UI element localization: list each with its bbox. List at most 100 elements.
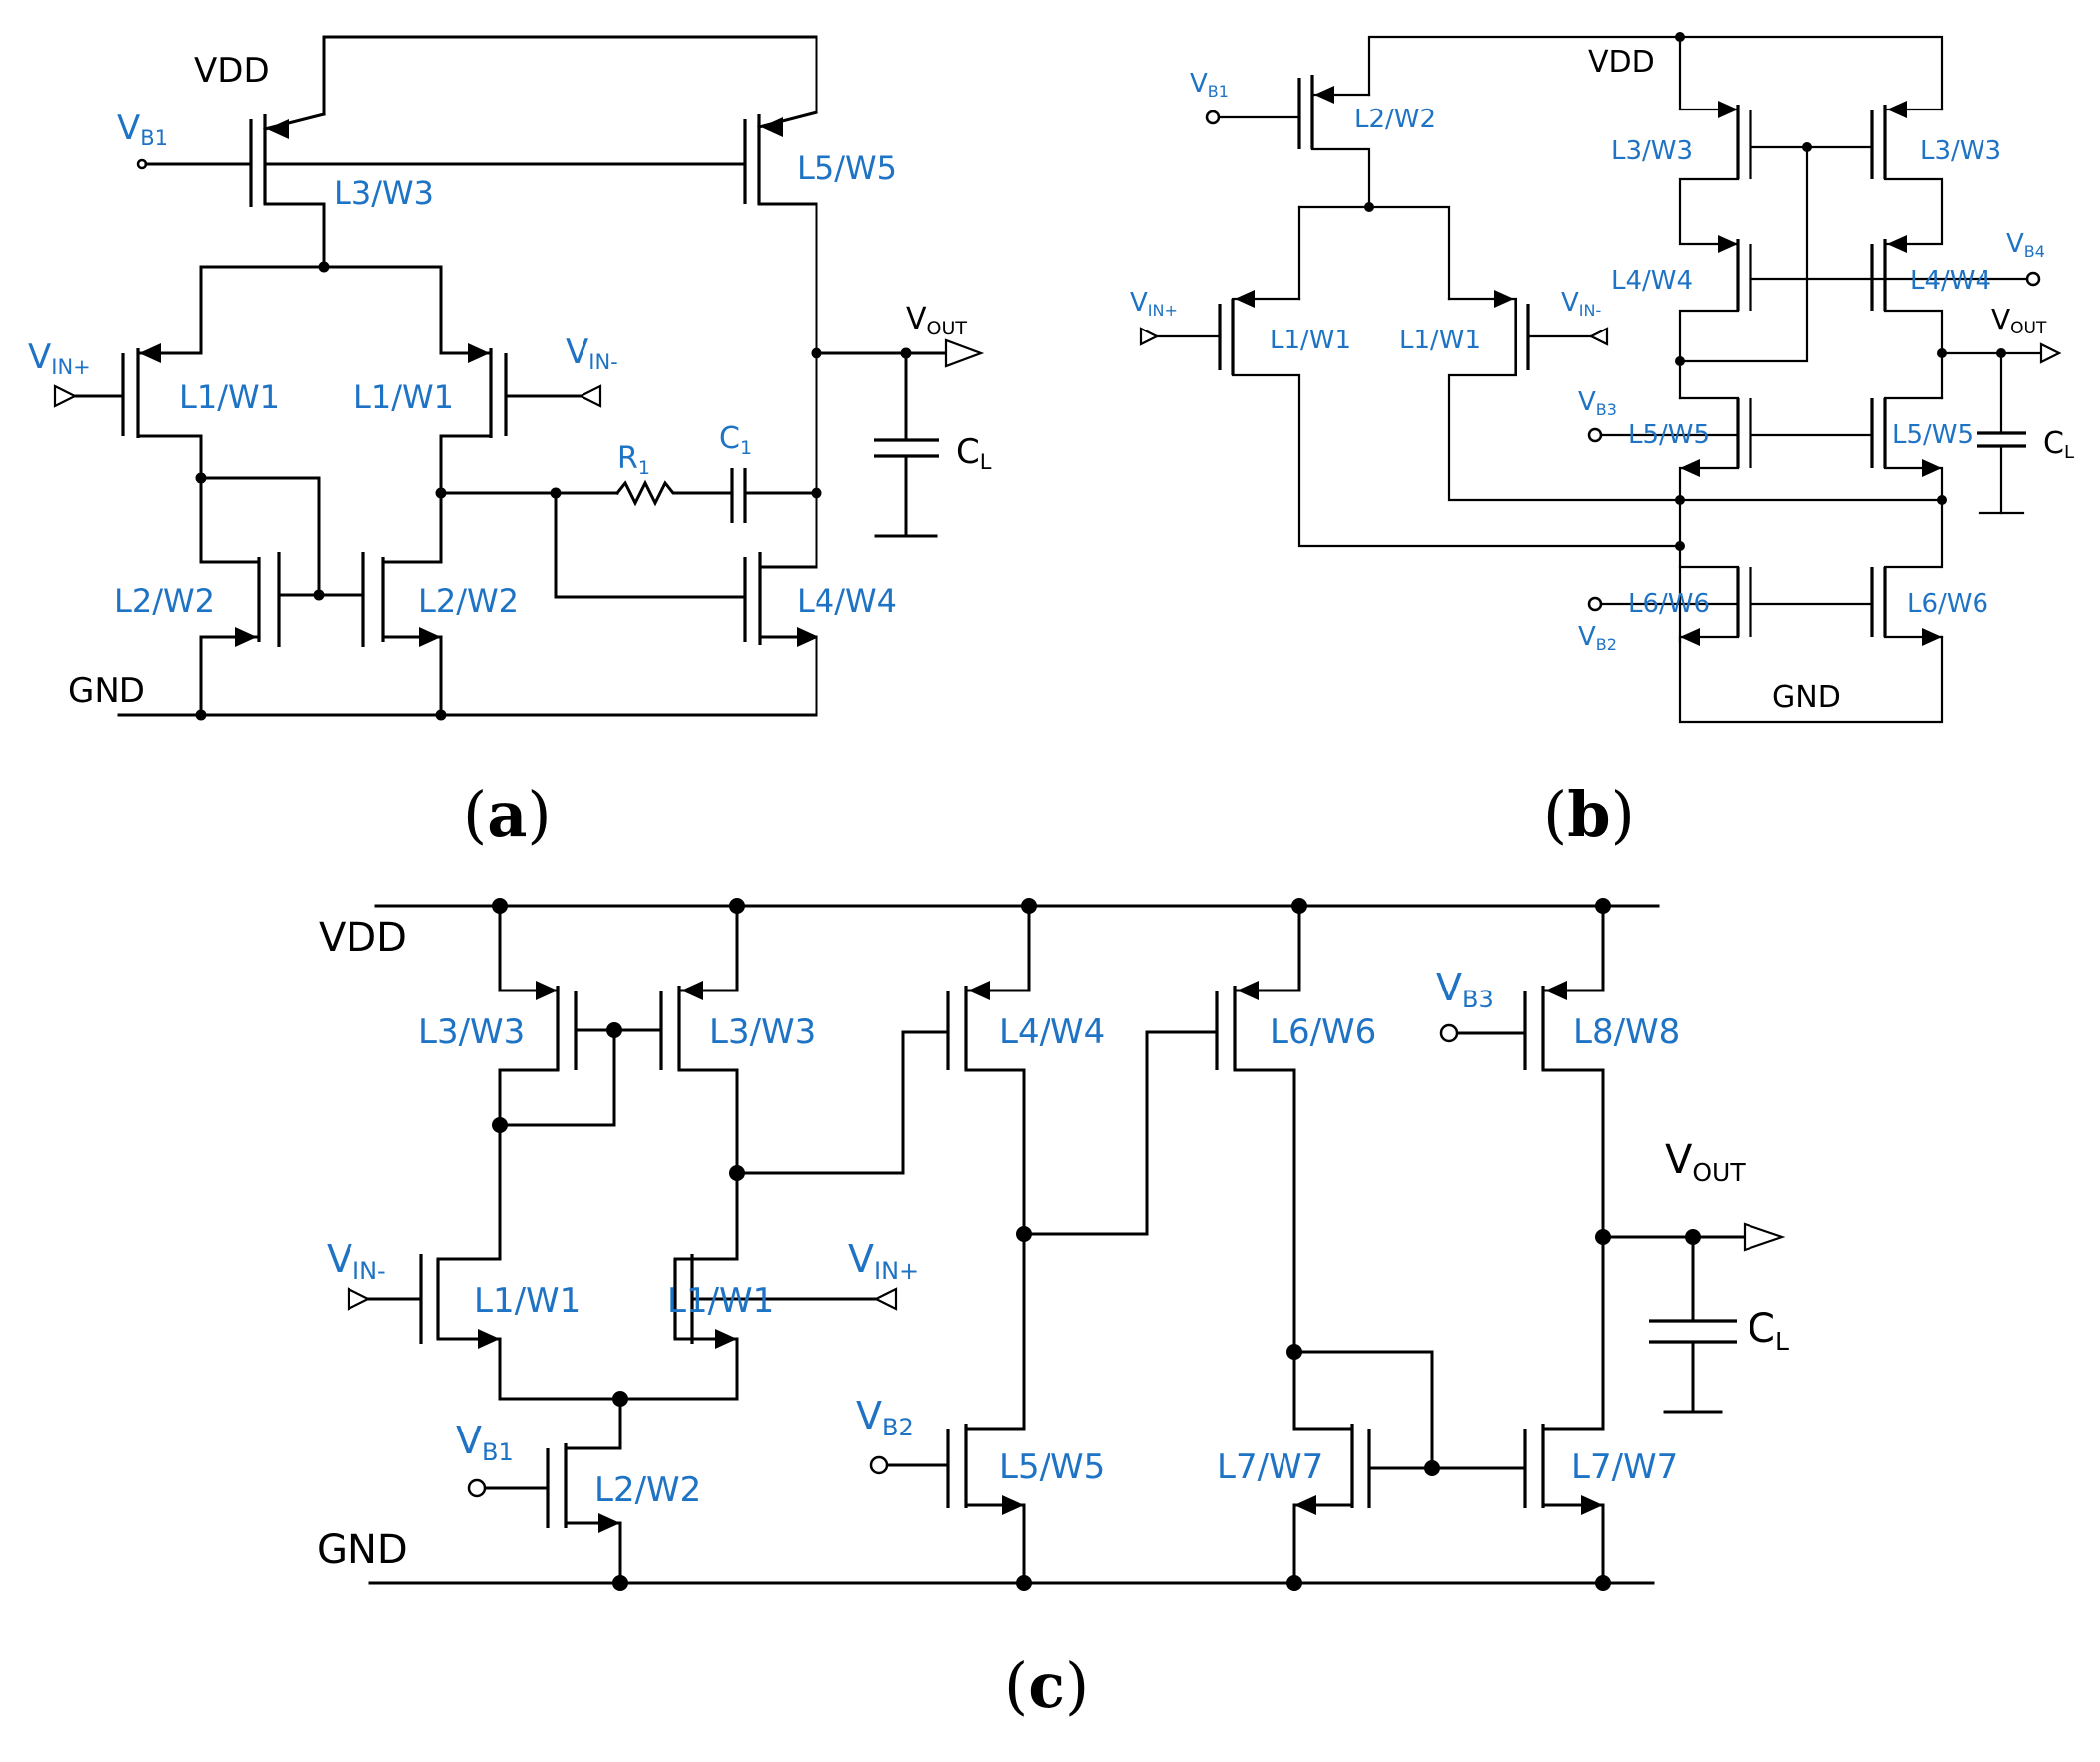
c-vb3-terminal: [1439, 1023, 1459, 1043]
a-m2a-transistor: [199, 552, 321, 717]
c-m8-transistor: [1439, 904, 1605, 1431]
a-m5-transistor: [743, 110, 818, 569]
a-m5-arrow: [761, 117, 783, 137]
b-cl-label: CL: [2043, 426, 2074, 463]
a-vout-terminal: [944, 338, 985, 368]
b-vout-terminal: [2039, 342, 2062, 364]
b-vb3-label: VB3: [1578, 387, 1617, 419]
a-vdd-rail: [322, 35, 818, 114]
b-vb2-terminal: [1587, 596, 1603, 612]
c-m4-label: L4/W4: [999, 1012, 1105, 1052]
a-m4-transistor: [743, 552, 818, 717]
c-gnd-label: GND: [317, 1527, 408, 1573]
a-m4-label: L4/W4: [797, 582, 897, 620]
c-m3b-label: L3/W3: [709, 1012, 816, 1052]
c-m1b-label: L1/W1: [667, 1281, 774, 1321]
a-cl-label: CL: [956, 432, 992, 474]
c-m7b-label: L7/W7: [1571, 1447, 1678, 1487]
a-vin-minus-label: VIN-: [566, 332, 618, 374]
c-m6-transistor: [1215, 904, 1301, 1431]
c-m8-label: L8/W8: [1573, 1012, 1680, 1052]
b-vb4-terminal: [2025, 271, 2041, 287]
b-vb2-label: VB2: [1578, 622, 1617, 654]
a-gnd-label: GND: [68, 671, 145, 711]
a-vdd-label: VDD: [194, 51, 270, 91]
c-m7a-label: L7/W7: [1217, 1447, 1323, 1487]
c-vb3-label: VB3: [1436, 966, 1494, 1013]
c-vin-plus-label: VIN+: [848, 1237, 919, 1285]
b-m1b-label: L1/W1: [1399, 326, 1481, 355]
c-vb2-terminal: [869, 1455, 889, 1475]
b-m3b-transistor: [1870, 101, 1944, 246]
b-m5b-transistor: [1870, 396, 1944, 569]
b-caption: (b): [1543, 778, 1635, 851]
b-m4a-transistor: [1678, 235, 1752, 400]
b-m6b-transistor: [1870, 567, 1944, 646]
a-m2b-transistor: [361, 552, 443, 717]
b-m5b-label: L5/W5: [1892, 420, 1974, 450]
c-vout-terminal: [1743, 1222, 1786, 1252]
b-m5a-label: L5/W5: [1628, 420, 1710, 450]
c-vdd-label: VDD: [319, 915, 407, 961]
c-m1a-transistor: [347, 1254, 739, 1401]
c-m2-label: L2/W2: [594, 1470, 701, 1510]
a-vb1-label: VB1: [117, 109, 168, 150]
a-vout-label: VOUT: [906, 302, 967, 339]
c-m2-transistor: [467, 1397, 622, 1585]
b-vin-plus-label: VIN+: [1130, 288, 1178, 320]
b-m6a-transistor: [1678, 565, 1944, 724]
c-m4-transistor: [946, 904, 1031, 1431]
a-m1b-transistor: [439, 341, 602, 564]
c-m3a-label: L3/W3: [418, 1012, 525, 1052]
c-m7a-transistor: [1292, 1424, 1371, 1585]
c-vout-label: VOUT: [1665, 1137, 1746, 1187]
c-caption: (c): [1004, 1650, 1089, 1722]
b-vdd-label: VDD: [1588, 45, 1655, 80]
c-vb2-label: VB2: [856, 1394, 914, 1441]
b-m3a-transistor: [1678, 35, 1752, 246]
c-vb1-terminal: [467, 1478, 487, 1498]
a-m3-label: L3/W3: [334, 174, 434, 212]
b-vin-minus-label: VIN-: [1561, 288, 1601, 320]
c-m7b-transistor: [1523, 1424, 1605, 1585]
b-gnd-label: GND: [1772, 680, 1841, 715]
a-caption: (a): [463, 778, 552, 851]
b-vdd-rail: [1367, 35, 1944, 111]
c-cl-label: CL: [1748, 1306, 1789, 1356]
a-m3-arrow: [267, 119, 289, 139]
a-m5-label: L5/W5: [797, 149, 897, 187]
b-vb1-label: VB1: [1190, 69, 1229, 101]
b-m1a-transistor: [1139, 290, 1682, 548]
a-m2a-label: L2/W2: [115, 582, 215, 620]
c-vin-minus-label: VIN-: [327, 1237, 386, 1285]
b-m2-label: L2/W2: [1354, 105, 1436, 134]
a-m1b-label: L1/W1: [353, 378, 454, 416]
c-m5-transistor: [869, 1424, 1026, 1585]
b-m4a-label: L4/W4: [1611, 266, 1693, 296]
a-c1-label: C1: [719, 421, 752, 459]
c-m1b-transistor: [673, 1254, 898, 1349]
b-vb3-terminal: [1587, 427, 1603, 443]
b-m1b-transistor: [1447, 290, 1944, 502]
b-vout-label: VOUT: [1991, 303, 2047, 338]
b-vb1-terminal: [1205, 110, 1221, 125]
panel-a: VDD GND VB1 VIN+ VIN- VOUT R1 C1 CL L3/W…: [28, 35, 992, 851]
panel-b: VDD GND VB1 VIN+ VIN- VB4 VB3 VB2 VOUT C…: [1130, 32, 2074, 851]
b-m1a-label: L1/W1: [1270, 326, 1351, 355]
a-r1-resistor: [614, 479, 734, 507]
b-m3b-label: L3/W3: [1920, 136, 2001, 166]
a-m2b-label: L2/W2: [418, 582, 519, 620]
b-m3a-label: L3/W3: [1611, 136, 1693, 166]
c-m5-label: L5/W5: [999, 1447, 1105, 1487]
a-m3-transistor: [249, 112, 326, 266]
a-r1-label: R1: [617, 441, 650, 479]
panel-c: VDD GND VIN- VIN+ VB1 VB2 VB3 VOUT CL L3…: [317, 898, 1789, 1722]
b-m6b-label: L6/W6: [1907, 589, 1988, 619]
a-vin-plus-label: VIN+: [28, 337, 91, 379]
b-vb4-label: VB4: [2006, 229, 2045, 261]
b-m4b-transistor: [1870, 235, 1944, 400]
b-m6a-label: L6/W6: [1628, 589, 1710, 619]
b-m4b-label: L4/W4: [1910, 266, 1991, 296]
c-vb1-label: VB1: [456, 1419, 514, 1466]
